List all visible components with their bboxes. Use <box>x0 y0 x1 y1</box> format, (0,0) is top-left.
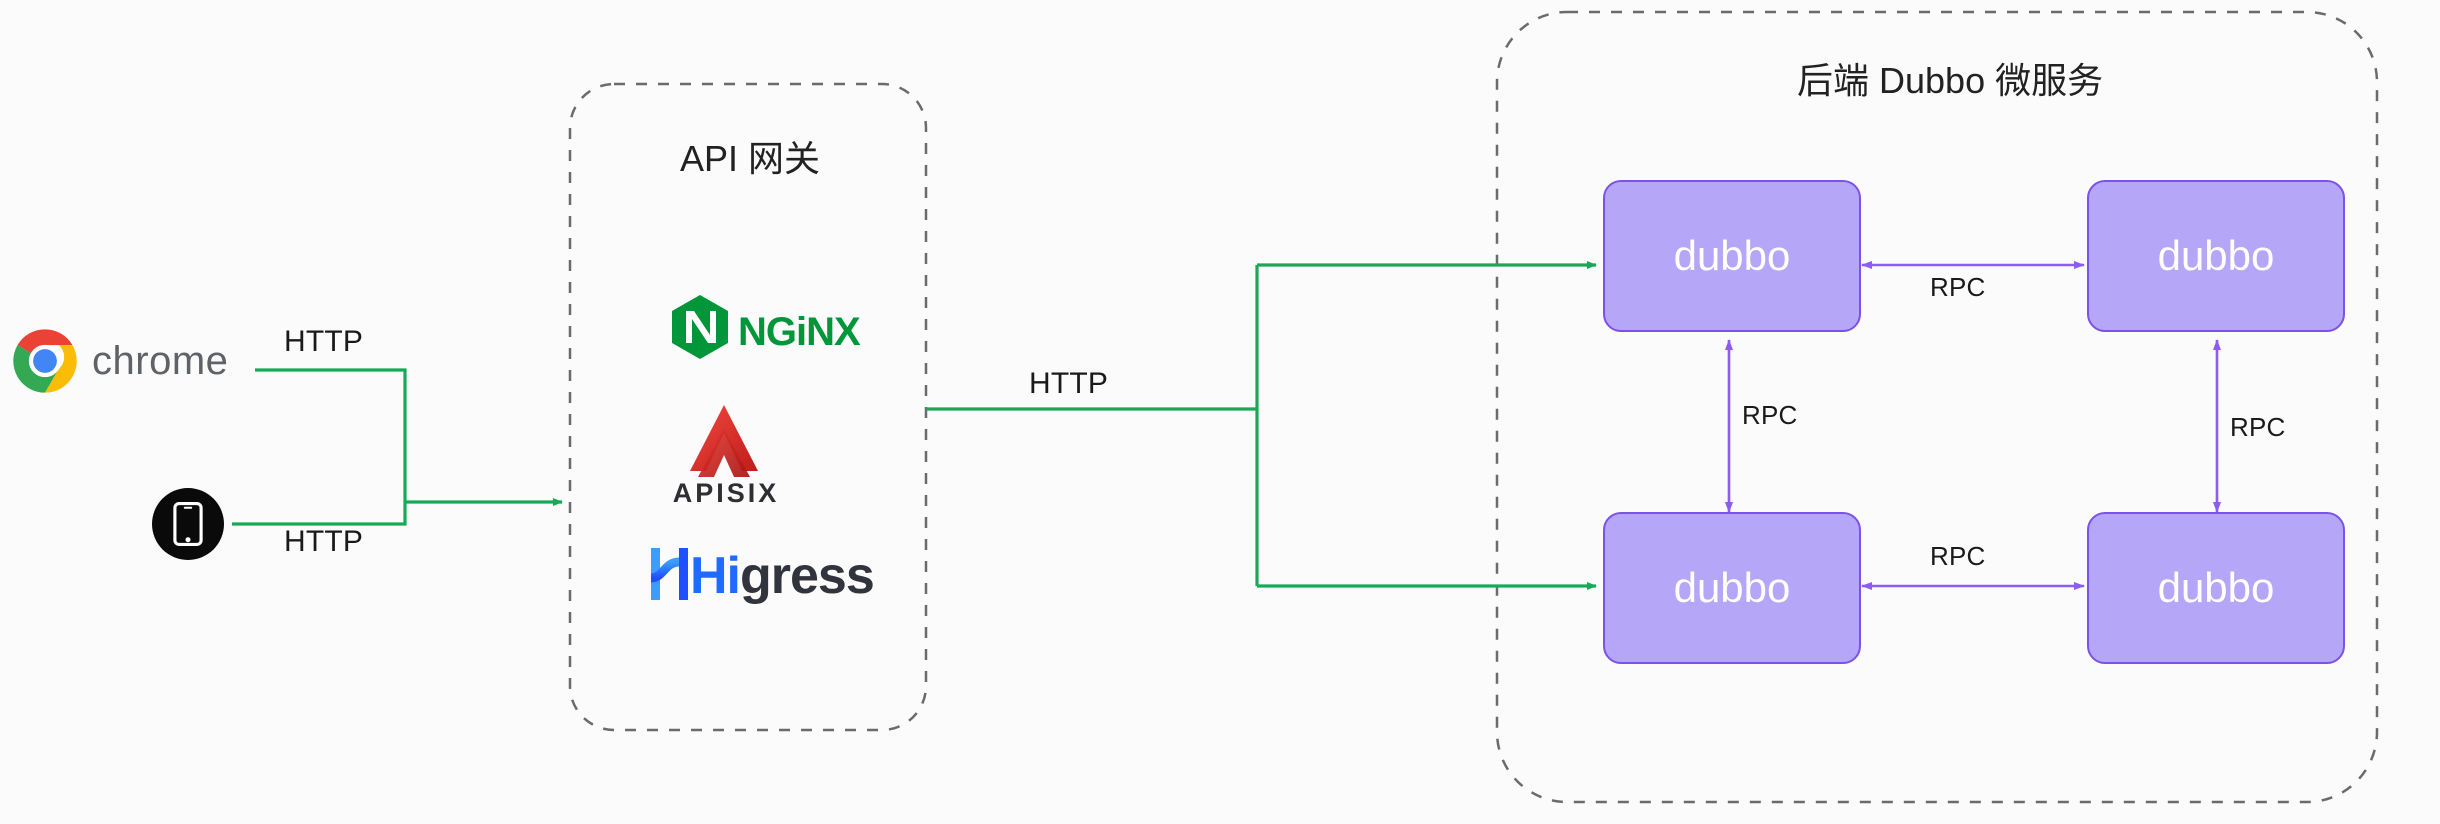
mobile-phone-icon <box>152 488 224 560</box>
higress-logo-icon <box>650 548 688 600</box>
nginx-label: NGiNX <box>738 310 861 354</box>
dubbo-service-top-left[interactable]: dubbo <box>1603 180 1861 332</box>
chrome-logo-icon <box>13 329 77 393</box>
apisix-label: APISIX <box>672 478 780 508</box>
dubbo-service-bottom-right[interactable]: dubbo <box>2087 512 2345 664</box>
chrome-label: chrome <box>92 338 229 383</box>
higress-logo: Hi gress <box>690 546 875 606</box>
rpc-bottom-label: RPC <box>1930 541 1986 571</box>
api-gateway-container <box>568 82 928 732</box>
backend-section-title: 后端 Dubbo 微服务 <box>1797 60 2104 101</box>
dubbo-service-bottom-left[interactable]: dubbo <box>1603 512 1861 664</box>
http-mobile-connector <box>232 502 407 526</box>
nginx-logo: NGiNX <box>738 310 861 355</box>
rpc-top-label: RPC <box>1930 272 1986 302</box>
http-mobile-label: HTTP <box>284 525 364 558</box>
rpc-right-label: RPC <box>2230 412 2286 442</box>
backend-dubbo-container <box>1495 10 2379 804</box>
dubbo-service-top-right[interactable]: dubbo <box>2087 180 2345 332</box>
higress-prefix-label: Hi <box>690 547 741 605</box>
http-chrome-label: HTTP <box>284 325 364 358</box>
higress-suffix-label: gress <box>740 547 875 605</box>
rpc-left-label: RPC <box>1742 400 1798 430</box>
api-gateway-title: API 网关 <box>680 138 821 179</box>
apisix-logo: APISIX <box>673 478 777 509</box>
http-chrome-connector <box>255 368 407 502</box>
http-backend-label: HTTP <box>1029 367 1109 400</box>
chrome-client: chrome <box>12 328 228 394</box>
phone-glyph <box>173 502 203 546</box>
apisix-logo-icon <box>690 405 758 477</box>
nginx-logo-icon <box>672 295 728 359</box>
